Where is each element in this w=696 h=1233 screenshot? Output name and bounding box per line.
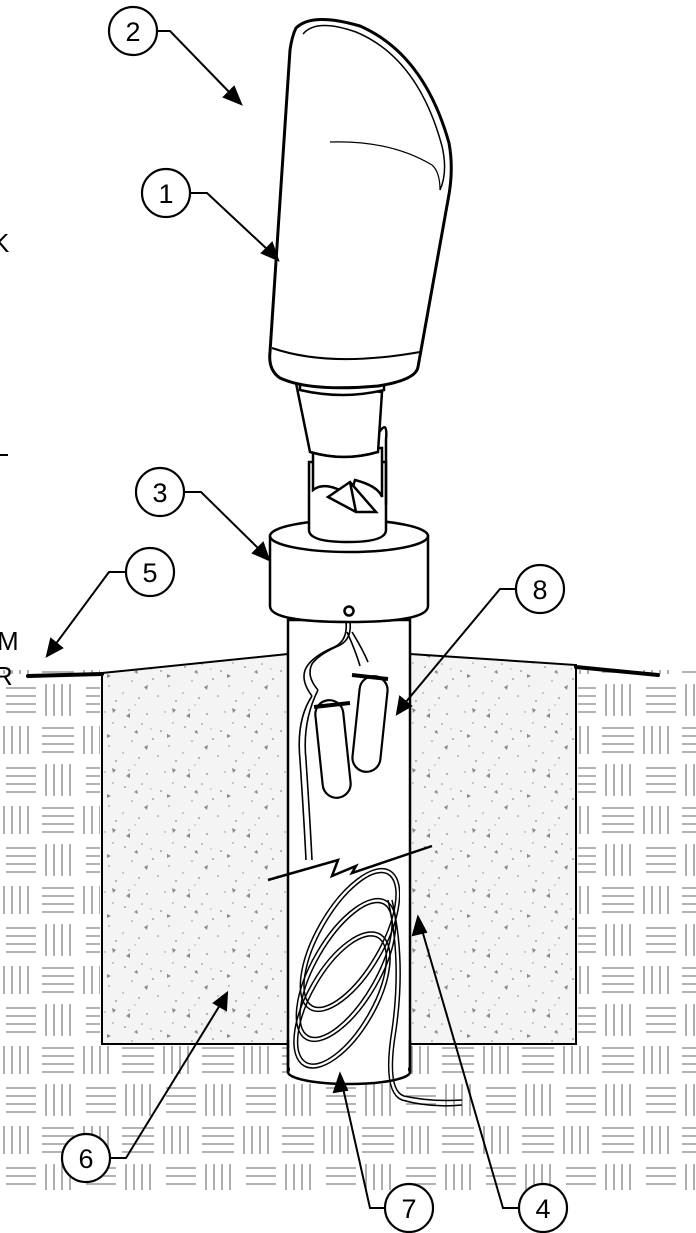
wire-splice-connectors — [313, 673, 389, 799]
swivel-knuckle — [307, 426, 388, 544]
callout-3: 3 — [134, 466, 186, 518]
svg-text:8: 8 — [532, 575, 547, 605]
callout-1: 1 — [140, 167, 192, 219]
svg-text:1: 1 — [158, 179, 173, 209]
cropped-edge-labels: K M R — [0, 228, 19, 691]
callout-6: 6 — [60, 1132, 112, 1184]
coiled-cable — [293, 867, 400, 1069]
edge-text-m: M — [0, 626, 19, 656]
fixture-housing — [268, 17, 453, 390]
svg-text:2: 2 — [125, 17, 140, 47]
cable-exit — [387, 899, 463, 1107]
edge-text-r: R — [0, 661, 13, 691]
wire-harness — [298, 621, 369, 861]
callout-4: 4 — [517, 1182, 569, 1233]
callout-2: 2 — [107, 5, 159, 57]
svg-text:6: 6 — [78, 1144, 93, 1174]
callout-7: 7 — [383, 1182, 435, 1233]
callout-8: 8 — [514, 563, 566, 615]
svg-text:5: 5 — [142, 558, 157, 588]
edge-text-k: K — [0, 228, 10, 258]
break-line — [267, 844, 433, 882]
svg-text:4: 4 — [535, 1194, 550, 1224]
svg-text:7: 7 — [401, 1194, 416, 1224]
ground-line — [26, 665, 660, 678]
svg-text:3: 3 — [152, 478, 167, 508]
callout-5: 5 — [124, 546, 176, 598]
leader-lines — [45, 30, 519, 1209]
